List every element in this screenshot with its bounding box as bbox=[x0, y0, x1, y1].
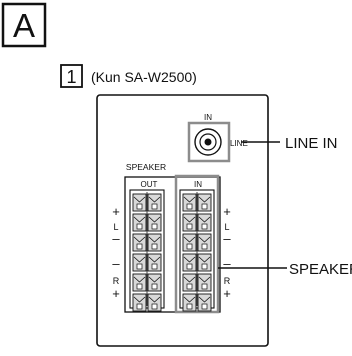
out-terminal-clip bbox=[147, 233, 162, 252]
step-number: 1 bbox=[66, 67, 76, 87]
section-letter-box bbox=[1, 2, 47, 48]
line-in-highlight bbox=[187, 121, 231, 163]
step-number-box bbox=[60, 64, 83, 88]
section-letter: A bbox=[13, 7, 35, 44]
out-terminal-clip bbox=[132, 273, 147, 292]
in-terminal-clip bbox=[182, 233, 197, 252]
right-r-label: R bbox=[224, 276, 231, 286]
right-plus-top: + bbox=[223, 204, 231, 219]
out-terminal-clip bbox=[132, 293, 147, 312]
out-terminal-clip bbox=[147, 293, 162, 312]
in-terminal-clip bbox=[182, 293, 197, 312]
in-column-label: IN bbox=[194, 180, 202, 189]
out-terminal-clip bbox=[147, 253, 162, 272]
line-in-callout: LINE IN bbox=[285, 135, 338, 152]
out-terminal-clip bbox=[132, 253, 147, 272]
in-terminal-clip bbox=[182, 193, 197, 212]
in-terminal-clip bbox=[197, 293, 212, 312]
line-in-top-label: IN bbox=[204, 113, 212, 122]
terminal-block bbox=[124, 176, 221, 313]
in-terminal-clip bbox=[182, 253, 197, 272]
in-terminal-clip bbox=[182, 273, 197, 292]
in-terminal-clip bbox=[197, 193, 212, 212]
out-terminal-clip bbox=[147, 213, 162, 232]
in-terminal-clip bbox=[197, 213, 212, 232]
speaker-label: SPEAKER bbox=[126, 162, 166, 172]
left-plus-top: + bbox=[112, 204, 120, 219]
in-terminal-clip bbox=[197, 273, 212, 292]
left-plus-bottom: + bbox=[112, 286, 120, 301]
out-terminal-clip bbox=[147, 193, 162, 212]
in-terminal-clip bbox=[197, 233, 212, 252]
in-terminal-clip bbox=[182, 213, 197, 232]
model-note: (Kun SA-W2500) bbox=[91, 69, 197, 85]
speaker-terminals bbox=[129, 189, 215, 312]
right-l-label: L bbox=[224, 222, 229, 232]
out-terminal-clip bbox=[147, 273, 162, 292]
right-minus-bottom: – bbox=[223, 256, 231, 271]
line-in-side-label: LINE bbox=[230, 139, 248, 148]
speaker-in-highlight bbox=[174, 174, 220, 314]
out-terminal-clip bbox=[132, 213, 147, 232]
out-column-label: OUT bbox=[141, 180, 158, 189]
left-minus-bottom: – bbox=[112, 256, 120, 271]
left-r-label: R bbox=[113, 276, 120, 286]
speaker-in-callout: SPEAKER IN bbox=[289, 261, 352, 278]
out-terminal-clip bbox=[132, 233, 147, 252]
right-plus-bottom: + bbox=[223, 286, 231, 301]
left-minus-top: – bbox=[112, 231, 120, 246]
left-l-label: L bbox=[113, 222, 118, 232]
right-minus-top: – bbox=[223, 231, 231, 246]
out-terminal-clip bbox=[132, 193, 147, 212]
in-terminal-clip bbox=[197, 253, 212, 272]
line-in-jack-center bbox=[204, 138, 212, 146]
